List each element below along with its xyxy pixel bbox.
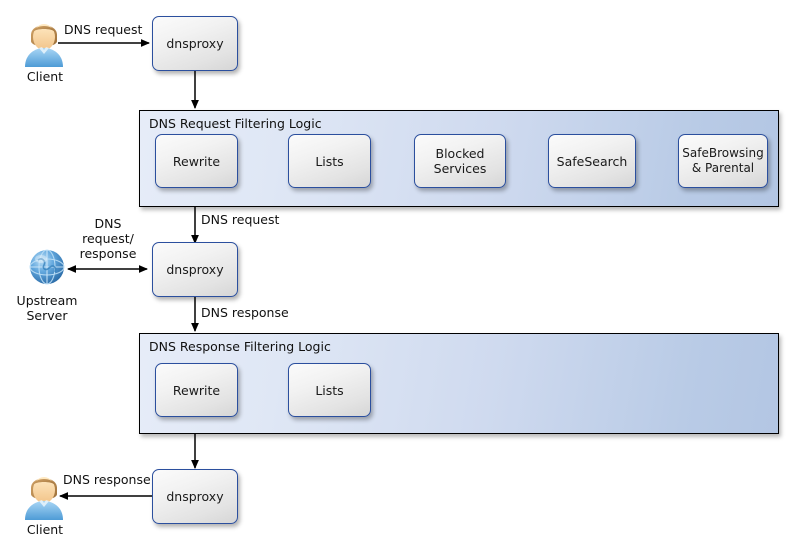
dnsproxy-bottom-node[interactable]: dnsproxy bbox=[152, 469, 238, 524]
response-filtering-group: DNS Response Filtering Logic bbox=[139, 333, 779, 434]
stage-req-rewrite-label: Rewrite bbox=[172, 153, 221, 169]
stage-resp-rewrite-label: Rewrite bbox=[172, 382, 221, 398]
stage-req-blocked-services-label: Blocked Services bbox=[433, 146, 487, 176]
client-bottom-caption: Client bbox=[26, 522, 64, 537]
globe-icon bbox=[24, 243, 70, 291]
stage-req-safebrowsing-parental-label: SafeBrowsing & Parental bbox=[682, 146, 764, 175]
edge-label-proxy-to-response-filter: DNS response bbox=[201, 305, 289, 320]
edge-label-proxy-to-request-filter: DNS request bbox=[201, 212, 280, 227]
stage-resp-rewrite[interactable]: Rewrite bbox=[155, 363, 238, 417]
user-avatar-icon bbox=[22, 16, 66, 68]
dnsproxy-top-label: dnsproxy bbox=[166, 36, 224, 51]
response-filtering-title: DNS Response Filtering Logic bbox=[149, 339, 331, 354]
stage-req-safesearch[interactable]: SafeSearch bbox=[548, 134, 636, 188]
stage-req-blocked-services[interactable]: Blocked Services bbox=[414, 134, 506, 188]
request-filtering-title: DNS Request Filtering Logic bbox=[149, 116, 322, 131]
edge-label-client-request: DNS request bbox=[64, 22, 143, 37]
dnsproxy-bottom-label: dnsproxy bbox=[166, 489, 224, 504]
edge-label-upstream-exchange: DNS request/ response bbox=[79, 216, 137, 261]
client-top-caption: Client bbox=[26, 69, 64, 84]
stage-req-lists[interactable]: Lists bbox=[288, 134, 371, 188]
upstream-server-caption: Upstream Server bbox=[16, 293, 78, 323]
dnsproxy-middle-label: dnsproxy bbox=[166, 262, 224, 277]
edge-label-proxy-to-client: DNS response bbox=[63, 472, 151, 487]
stage-req-rewrite[interactable]: Rewrite bbox=[155, 134, 238, 188]
stage-resp-lists[interactable]: Lists bbox=[288, 363, 371, 417]
stage-resp-lists-label: Lists bbox=[315, 382, 344, 398]
stage-req-safesearch-label: SafeSearch bbox=[556, 153, 628, 169]
dnsproxy-middle-node[interactable]: dnsproxy bbox=[152, 242, 238, 297]
user-avatar-icon bbox=[22, 469, 66, 521]
stage-req-lists-label: Lists bbox=[315, 153, 344, 169]
dnsproxy-top-node[interactable]: dnsproxy bbox=[152, 16, 238, 71]
stage-req-safebrowsing-parental[interactable]: SafeBrowsing & Parental bbox=[678, 134, 768, 188]
